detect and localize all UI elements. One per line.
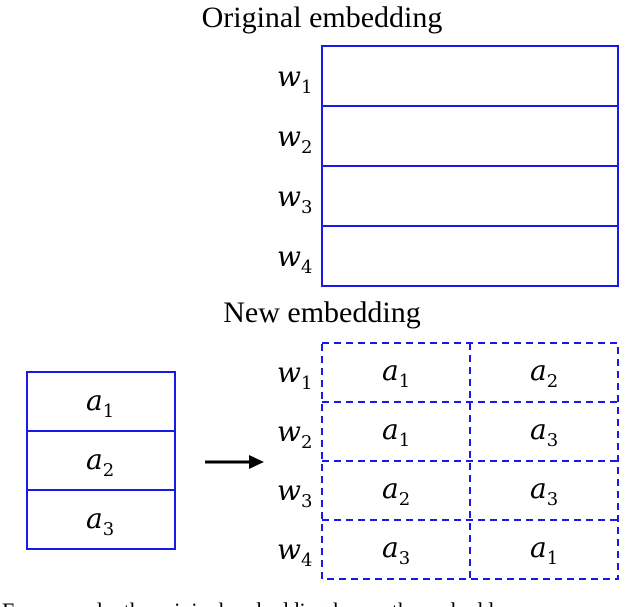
anchor-table-border [26, 371, 176, 550]
new-embedding-table: a1 a2 a1 a3 a2 a3 a3 a1 [321, 342, 619, 580]
new-row-label-w3: w3 [277, 474, 312, 512]
original-row-label-w3: w3 [277, 180, 312, 218]
new-row-label-w1: w1 [277, 356, 312, 394]
anchor-cell-a2: a2 [86, 443, 114, 481]
anchor-table: a1 a2 a3 [26, 371, 176, 550]
original-row-label-w1: w1 [277, 60, 312, 98]
new-cell: a1 [530, 531, 558, 569]
new-cell: a1 [382, 354, 410, 392]
new-cell: a2 [530, 354, 558, 392]
original-row-label-w2: w2 [277, 120, 312, 158]
new-cell: a3 [530, 472, 558, 510]
anchor-cell-a3: a3 [86, 502, 114, 540]
new-cell: a3 [530, 413, 558, 451]
right-arrow-icon [205, 455, 264, 469]
new-cell: a2 [382, 472, 410, 510]
original-row-label-w4: w4 [277, 240, 312, 278]
original-embedding-table [321, 45, 619, 287]
anchor-cell-a1: a1 [86, 384, 114, 422]
original-embedding-title: Original embedding [202, 1, 443, 34]
new-cell: a3 [382, 531, 410, 569]
new-cell: a1 [382, 413, 410, 451]
new-row-label-w2: w2 [277, 415, 312, 453]
new-row-label-w4: w4 [277, 533, 312, 571]
new-embedding-title: New embedding [223, 296, 420, 329]
new-row-labels: w1 w2 w3 w4 [277, 356, 312, 571]
original-row-labels: w1 w2 w3 w4 [277, 60, 312, 278]
figure-caption: For example, the original embedding has … [2, 598, 494, 607]
